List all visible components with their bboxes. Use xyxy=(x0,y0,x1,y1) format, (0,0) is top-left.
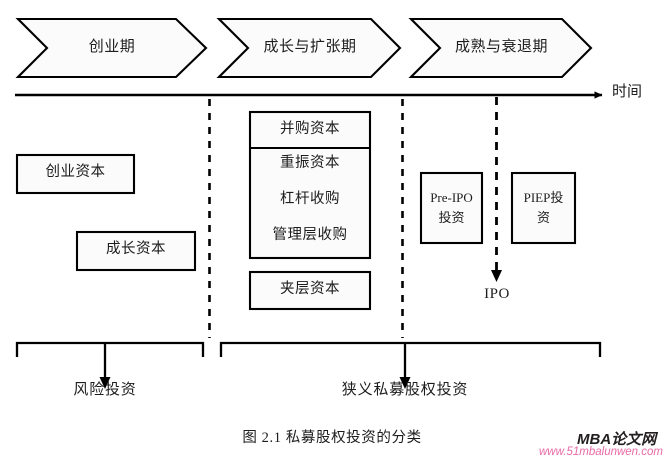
box-label-mezzanine-capital: 夹层资本 xyxy=(280,281,340,297)
box-mezzanine-capital xyxy=(248,270,372,311)
ipo-dashed-arrow xyxy=(491,97,502,282)
box-pre-ipo xyxy=(419,171,484,245)
watermark-title: MBA论文网 xyxy=(577,431,657,448)
box-label-piep-line2: 资 xyxy=(536,210,550,225)
box-label-piep-line1: PIEP投 xyxy=(523,190,564,205)
box-label-turnaround-capital: 重振资本 xyxy=(280,155,340,171)
figure-caption: 图 2.1 私募股权投资的分类 xyxy=(242,430,422,446)
box-growth-capital xyxy=(75,230,197,272)
box-label-pre-ipo-line1: Pre-IPO xyxy=(430,190,473,205)
box-buyout-group xyxy=(248,110,372,260)
box-piep xyxy=(510,171,577,245)
phase-label-1: 创业期 xyxy=(88,39,136,55)
box-label-growth-capital: 成长资本 xyxy=(106,241,166,257)
box-label-leveraged-buyout: 杠杆收购 xyxy=(280,191,340,207)
bracket-label-venture: 风险投资 xyxy=(73,382,137,398)
phase-chevron-1 xyxy=(15,17,208,79)
bracket-venture xyxy=(15,341,205,389)
bracket-label-narrow-pe: 狭义私募股权投资 xyxy=(341,382,469,398)
box-label-buyout-capital: 并购资本 xyxy=(280,121,340,137)
phase-chevron-2 xyxy=(216,17,402,79)
phase-label-3: 成熟与衰退期 xyxy=(454,39,548,55)
ipo-marker-label: IPO xyxy=(484,286,510,302)
box-venture-capital xyxy=(15,153,136,195)
phase-label-2: 成长与扩张期 xyxy=(263,39,357,55)
box-label-management-buyout: 管理层收购 xyxy=(272,227,348,243)
watermark-url: www.51mbalunwen.com xyxy=(539,446,664,458)
box-label-venture-capital: 创业资本 xyxy=(45,164,106,180)
axis-label-time: 时间 xyxy=(612,84,643,100)
box-label-pre-ipo-line2: 投资 xyxy=(438,210,465,225)
phase-chevron-3 xyxy=(408,17,593,79)
bracket-narrow-pe xyxy=(219,341,602,389)
